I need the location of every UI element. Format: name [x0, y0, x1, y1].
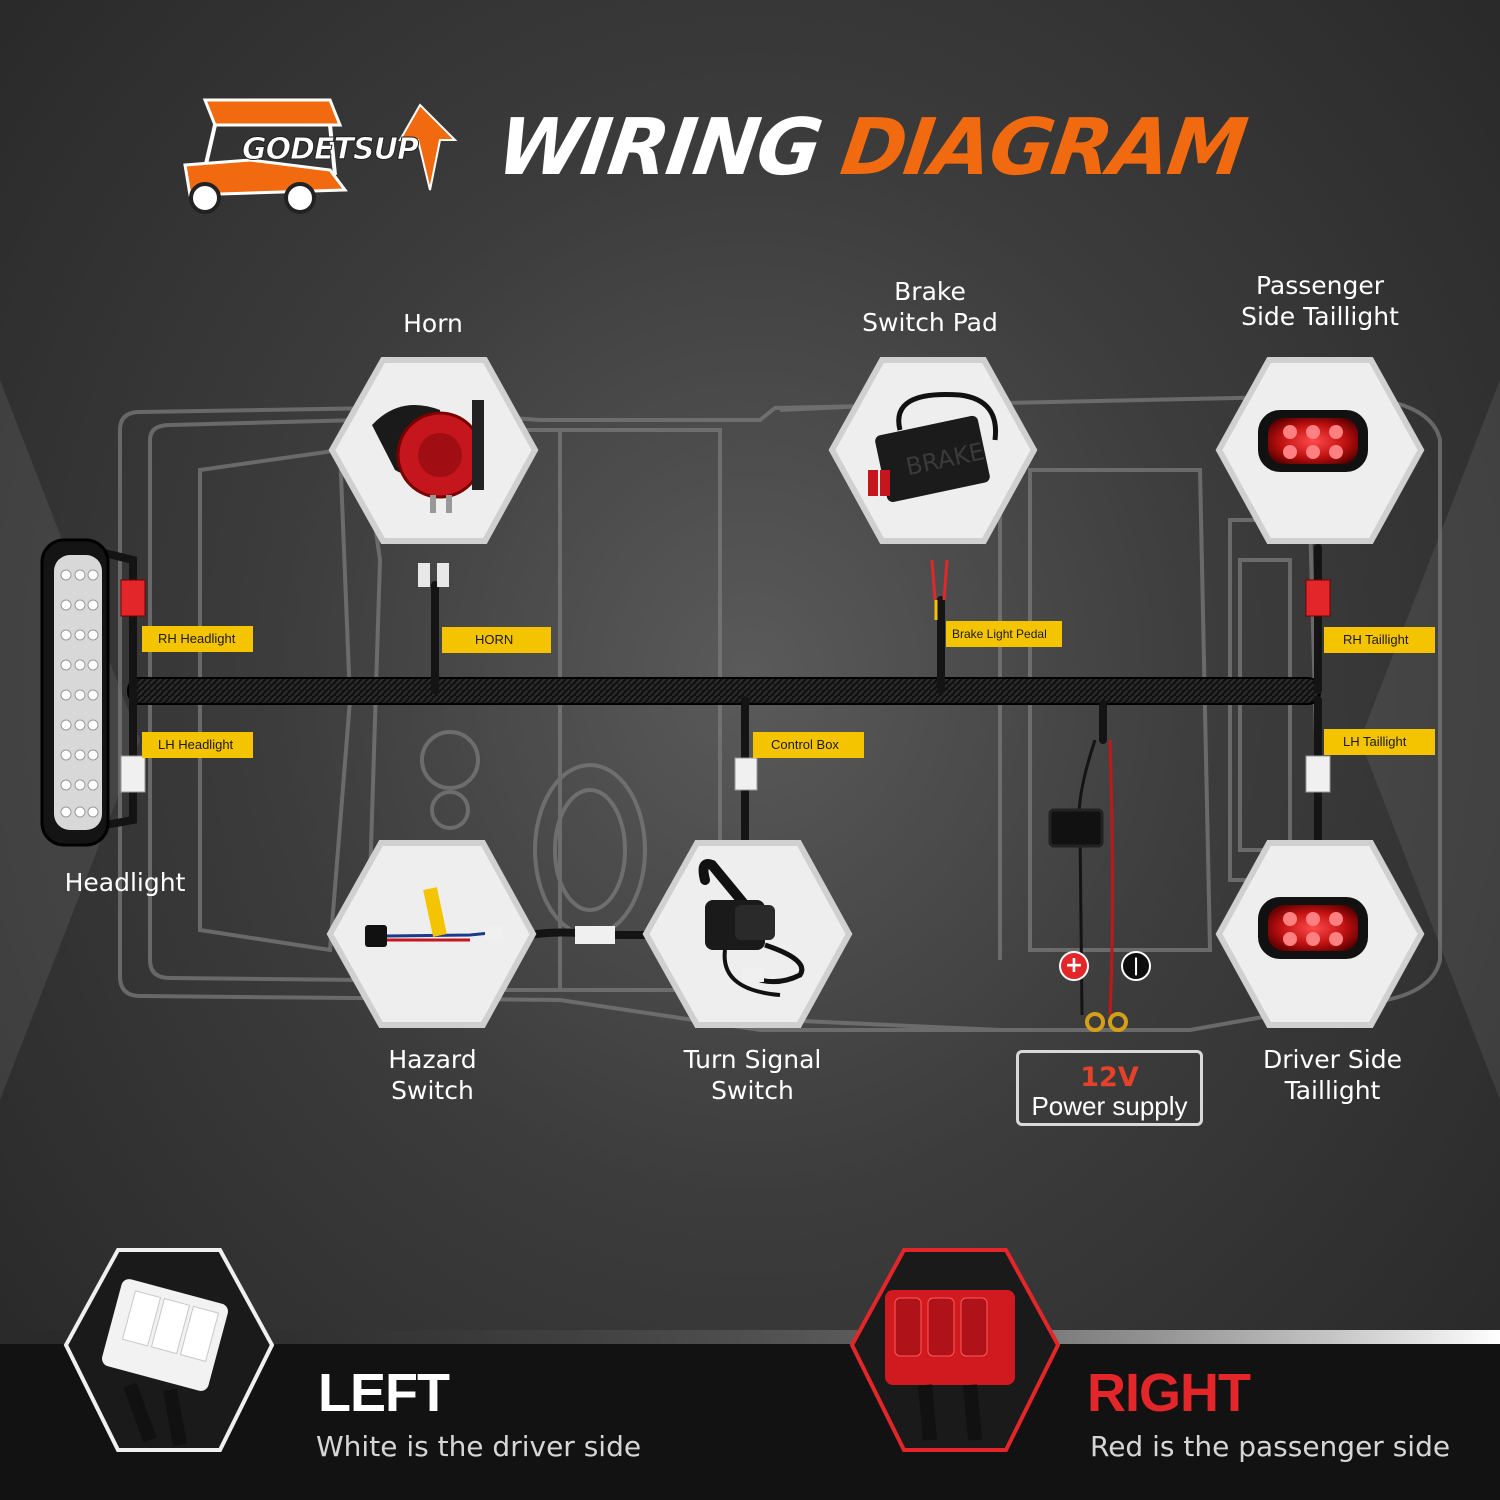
power-supply-text: Power supply	[1031, 1091, 1188, 1121]
left-title: LEFT	[318, 1363, 450, 1423]
title-wiring: WIRING	[491, 103, 826, 193]
horn-label: Horn	[403, 309, 463, 338]
cart-outline	[118, 393, 1442, 1032]
left-subtitle: White is the driver side	[316, 1430, 642, 1463]
driver-taillight-label: Driver Side Taillight	[1263, 1045, 1402, 1105]
brand-logo-text: GODETSUP	[242, 132, 420, 168]
hazard-switch-label: Hazard Switch	[388, 1045, 477, 1105]
title-diagram: DIAGRAM	[835, 103, 1251, 193]
passenger-taillight-hex	[1215, 357, 1425, 544]
hazard-switch-icon	[365, 887, 503, 947]
tag-rh-taillight: RH Taillight	[1324, 627, 1435, 653]
white-connector-icon	[102, 1279, 228, 1447]
left-connector-hex	[63, 1248, 275, 1452]
tag-brake-light-pedal: Brake Light Pedal	[946, 621, 1062, 647]
driver-taillight-hex	[1215, 840, 1425, 1028]
power-voltage: 12V	[1080, 1062, 1139, 1093]
tag-control-box: Control Box	[753, 732, 864, 758]
tag-rh-headlight: RH Headlight	[142, 626, 253, 652]
hazard-switch-hex	[326, 840, 537, 1028]
passenger-taillight-label: Passenger Side Taillight	[1241, 271, 1399, 331]
right-subtitle: Red is the passenger side	[1090, 1430, 1451, 1463]
brake-pad-icon: BRAKE	[868, 391, 999, 502]
main-harness	[127, 677, 1321, 705]
turn-signal-label: Turn Signal Switch	[683, 1045, 822, 1105]
brake-pad-hex: BRAKE	[828, 357, 1038, 544]
connectors	[120, 559, 1331, 944]
power-supply-box: 12V Power supply	[1016, 1050, 1203, 1126]
tag-horn: HORN	[442, 627, 551, 653]
logo-cart-icon	[183, 98, 458, 214]
headlight-label: Headlight	[64, 868, 186, 897]
taillight-icon	[1258, 897, 1368, 959]
right-title: RIGHT	[1087, 1363, 1251, 1423]
right-connector-hex	[849, 1248, 1061, 1452]
headlight-unit	[40, 538, 110, 847]
red-connector-icon	[885, 1290, 1015, 1441]
turn-signal-icon	[698, 859, 805, 997]
power-leads	[1048, 739, 1128, 1032]
turn-signal-hex	[642, 840, 853, 1028]
tag-lh-taillight: LH Taillight	[1324, 729, 1435, 755]
horn-hex	[328, 357, 539, 544]
brake-pad-label: Brake Switch Pad	[862, 277, 998, 337]
tag-lh-headlight: LH Headlight	[142, 732, 253, 758]
horn-icon	[372, 400, 484, 513]
taillight-icon	[1258, 410, 1368, 472]
negative-terminal-icon: |	[1121, 951, 1151, 981]
positive-terminal-icon: +	[1059, 951, 1089, 981]
